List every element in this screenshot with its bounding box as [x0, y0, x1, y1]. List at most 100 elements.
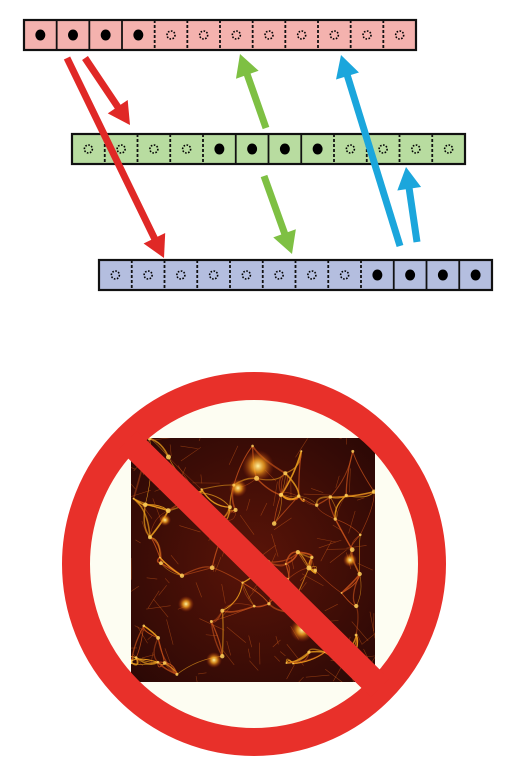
- web-filament: [308, 650, 325, 653]
- web-fiber: [361, 633, 375, 645]
- web-filament: [149, 510, 169, 538]
- web-fiber: [286, 661, 297, 680]
- web-fiber: [305, 674, 330, 678]
- web-fiber: [316, 538, 336, 543]
- web-halo: [328, 495, 333, 499]
- open-nucleus-dot: [378, 144, 388, 154]
- solid-nucleus-dot: [470, 269, 481, 281]
- arrow-head: [235, 54, 259, 79]
- web-halo: [340, 592, 343, 594]
- web-fiber: [137, 626, 148, 644]
- web-filament: [222, 582, 244, 612]
- web-fiber: [335, 475, 340, 488]
- web-fiber: [332, 524, 343, 532]
- web-filament: [133, 497, 151, 538]
- cell-rows: [22, 18, 494, 292]
- web-halo: [156, 635, 160, 640]
- arrow-head: [397, 167, 422, 191]
- web-filament: [286, 651, 326, 664]
- web-fiber: [286, 643, 304, 666]
- web-filament: [222, 603, 255, 611]
- web-halo: [306, 565, 312, 571]
- web-fiber: [133, 653, 143, 666]
- web-halo: [131, 659, 133, 662]
- web-halo: [159, 561, 163, 566]
- web-halo: [283, 471, 288, 476]
- web-halo: [297, 494, 301, 498]
- web-fiber: [195, 675, 198, 682]
- web-halo: [156, 660, 160, 664]
- web-halo: [315, 503, 319, 507]
- web-halo: [209, 565, 215, 571]
- web-filament: [315, 570, 342, 594]
- web-filament: [330, 491, 375, 498]
- no-sign-ring: [62, 372, 446, 756]
- open-nucleus-dot: [345, 144, 356, 154]
- web-halo: [271, 521, 277, 526]
- web-halo: [310, 555, 314, 560]
- web-filament: [352, 451, 375, 492]
- web-fiber: [228, 445, 239, 466]
- web-halo: [307, 650, 311, 654]
- web-fiber: [363, 648, 369, 659]
- green-row: [70, 132, 467, 166]
- web-fiber: [199, 618, 225, 631]
- web-halo: [252, 604, 256, 608]
- green-arrow-up: [235, 54, 270, 130]
- web-halo: [143, 502, 148, 507]
- web-halo: [147, 438, 152, 441]
- web-halo: [220, 608, 225, 613]
- web-fiber: [166, 619, 174, 645]
- web-filament: [157, 637, 178, 675]
- solid-nucleus-dot: [100, 29, 111, 41]
- arrow-shaft: [343, 73, 404, 248]
- web-halo: [209, 620, 213, 623]
- web-fiber: [180, 447, 202, 462]
- web-fiber: [205, 634, 218, 637]
- web-fiber: [303, 493, 331, 496]
- web-fiber: [298, 676, 304, 682]
- web-node: [343, 553, 357, 567]
- open-nucleus-dot: [166, 30, 176, 40]
- web-fiber: [318, 539, 342, 549]
- web-halo: [302, 498, 305, 501]
- open-nucleus-dot: [411, 144, 421, 154]
- arrow-shaft: [260, 174, 289, 237]
- web-fiber: [351, 621, 369, 642]
- arrow-shaft: [63, 56, 159, 242]
- open-nucleus-dot: [181, 144, 192, 154]
- web-halo: [200, 488, 203, 491]
- web-filament: [355, 573, 362, 607]
- open-nucleus-dot: [149, 144, 159, 154]
- open-nucleus-dot: [208, 270, 219, 280]
- web-filament: [221, 610, 224, 657]
- solid-nucleus-dot: [405, 269, 416, 281]
- red-arrow-long: [63, 56, 166, 258]
- web-fiber: [295, 438, 308, 458]
- solid-nucleus-dot: [247, 143, 258, 155]
- web-fiber: [329, 549, 347, 563]
- web-halo: [351, 449, 355, 453]
- web-filament: [359, 491, 375, 535]
- web-fiber: [357, 497, 365, 501]
- web-filament: [359, 534, 361, 575]
- web-halo: [279, 492, 284, 497]
- web-filament: [131, 656, 137, 662]
- solid-nucleus-dot: [35, 29, 46, 41]
- web-halo: [175, 672, 179, 676]
- web-halo: [349, 547, 355, 553]
- web-fiber: [275, 636, 279, 645]
- web-fiber: [164, 648, 175, 673]
- web-fiber: [349, 468, 351, 493]
- solid-nucleus-dot: [279, 143, 290, 155]
- web-fiber: [271, 533, 279, 557]
- web-filament: [135, 625, 145, 658]
- solid-nucleus-dot: [372, 269, 383, 281]
- web-fiber: [369, 611, 375, 639]
- web-fiber: [249, 660, 259, 671]
- web-fiber: [140, 503, 153, 519]
- web-filament: [131, 625, 145, 661]
- web-node: [242, 450, 274, 482]
- open-nucleus-dot: [143, 270, 153, 280]
